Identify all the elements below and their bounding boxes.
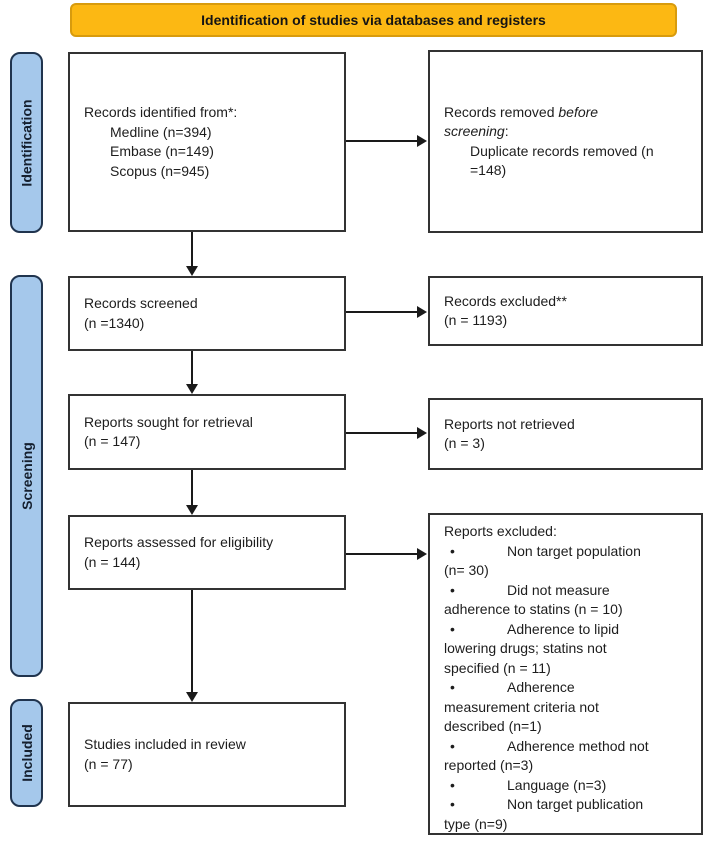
bullet-dot: • (450, 620, 455, 637)
stage-bar-identification: Identification (10, 52, 43, 233)
stage-label-identification: Identification (18, 98, 35, 187)
bullet-dot: • (450, 737, 455, 754)
bullet-dot: • (450, 542, 455, 559)
stage-label-included: Included (18, 724, 35, 782)
bullet-dot: • (450, 581, 455, 598)
box-reports-not-retrieved: Reports not retrieved(n = 3) (428, 398, 703, 470)
box-records-screened: Records screened(n =1340) (68, 276, 346, 351)
box-records-identified: Records identified from*:Medline (n=394)… (68, 52, 346, 232)
box-studies-included: Studies included in review(n = 77) (68, 702, 346, 807)
bullet-dot: • (450, 679, 455, 695)
bullet-dot: • (450, 796, 455, 812)
banner-identification-via-databases: Identification of studies via databases … (70, 3, 677, 37)
bullet-dot: • (450, 776, 455, 793)
box-reports-assessed: Reports assessed for eligibility(n = 144… (68, 515, 346, 590)
box-reports-excluded: Reports excluded:•Non target population(… (428, 513, 703, 835)
box-records-excluded: Records excluded**(n = 1193) (428, 276, 703, 346)
stage-label-screening: Screening (18, 442, 35, 510)
stage-bar-screening: Screening (10, 275, 43, 677)
box-reports-sought: Reports sought for retrieval(n = 147) (68, 394, 346, 470)
stage-bar-included: Included (10, 699, 43, 807)
